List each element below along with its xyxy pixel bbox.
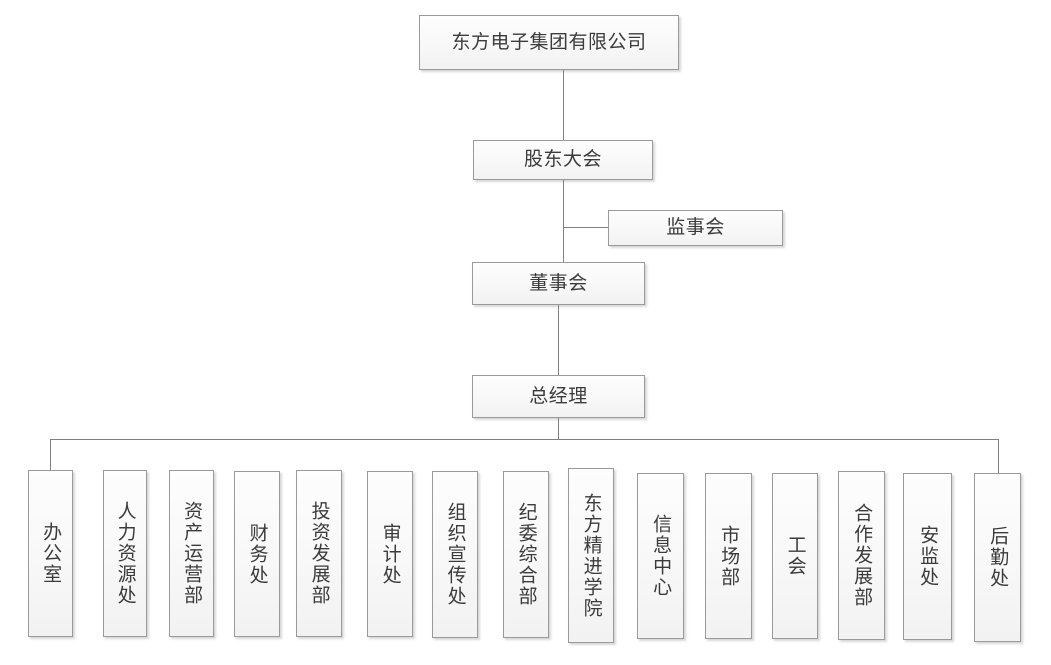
connector-bus-to-last-department <box>998 439 999 473</box>
department-box[interactable]: 安监处 <box>903 473 952 640</box>
department-box[interactable]: 合作发展部 <box>838 471 885 640</box>
department-label: 工会 <box>784 535 806 577</box>
node-board-of-directors-label: 董事会 <box>529 272 588 294</box>
node-shareholders-meeting[interactable]: 股东大会 <box>473 140 653 180</box>
node-board-of-supervisors-label: 监事会 <box>666 217 725 239</box>
node-general-manager[interactable]: 总经理 <box>472 375 645 418</box>
department-box[interactable]: 人力资源处 <box>103 470 147 637</box>
node-board-of-supervisors[interactable]: 监事会 <box>608 210 783 246</box>
department-label: 合作发展部 <box>851 503 873 608</box>
department-label: 安监处 <box>917 525 939 588</box>
department-label: 办公室 <box>40 522 62 585</box>
department-box[interactable]: 投资发展部 <box>296 470 342 637</box>
department-box[interactable]: 工会 <box>772 473 818 639</box>
department-label: 组织宣传处 <box>444 502 466 607</box>
connector-shareholders-to-directors <box>563 180 564 262</box>
department-label: 信息中心 <box>650 514 672 598</box>
connector-directors-to-manager <box>558 305 559 375</box>
department-box[interactable]: 后勤处 <box>974 473 1021 642</box>
connector-to-supervisors <box>563 227 608 228</box>
department-box[interactable]: 东方精进学院 <box>568 468 614 643</box>
department-label: 资产运营部 <box>181 501 203 606</box>
department-label: 东方精进学院 <box>580 492 602 619</box>
department-bus-line <box>50 439 999 440</box>
connector-bus-to-first-department <box>50 439 51 470</box>
department-box[interactable]: 财务处 <box>234 471 280 637</box>
node-company[interactable]: 东方电子集团有限公司 <box>419 15 679 70</box>
department-label: 纪委综合部 <box>515 502 537 607</box>
department-label: 投资发展部 <box>308 501 330 606</box>
department-box[interactable]: 市场部 <box>705 473 752 639</box>
node-board-of-directors[interactable]: 董事会 <box>472 262 645 305</box>
node-company-label: 东方电子集团有限公司 <box>451 31 647 53</box>
connector-manager-to-bus <box>558 418 559 439</box>
department-label: 审计处 <box>379 522 401 586</box>
connector-company-to-shareholders <box>563 70 564 140</box>
node-shareholders-meeting-label: 股东大会 <box>523 149 602 171</box>
department-label: 后勤处 <box>987 526 1009 589</box>
department-box[interactable]: 审计处 <box>367 471 413 637</box>
department-box[interactable]: 纪委综合部 <box>503 471 549 638</box>
department-label: 财务处 <box>246 522 268 586</box>
department-label: 市场部 <box>718 524 740 588</box>
department-box[interactable]: 信息中心 <box>637 473 684 639</box>
department-box[interactable]: 资产运营部 <box>169 470 214 637</box>
department-label: 人力资源处 <box>114 501 136 606</box>
department-box[interactable]: 办公室 <box>28 470 73 637</box>
node-general-manager-label: 总经理 <box>529 385 588 407</box>
department-box[interactable]: 组织宣传处 <box>432 471 478 638</box>
